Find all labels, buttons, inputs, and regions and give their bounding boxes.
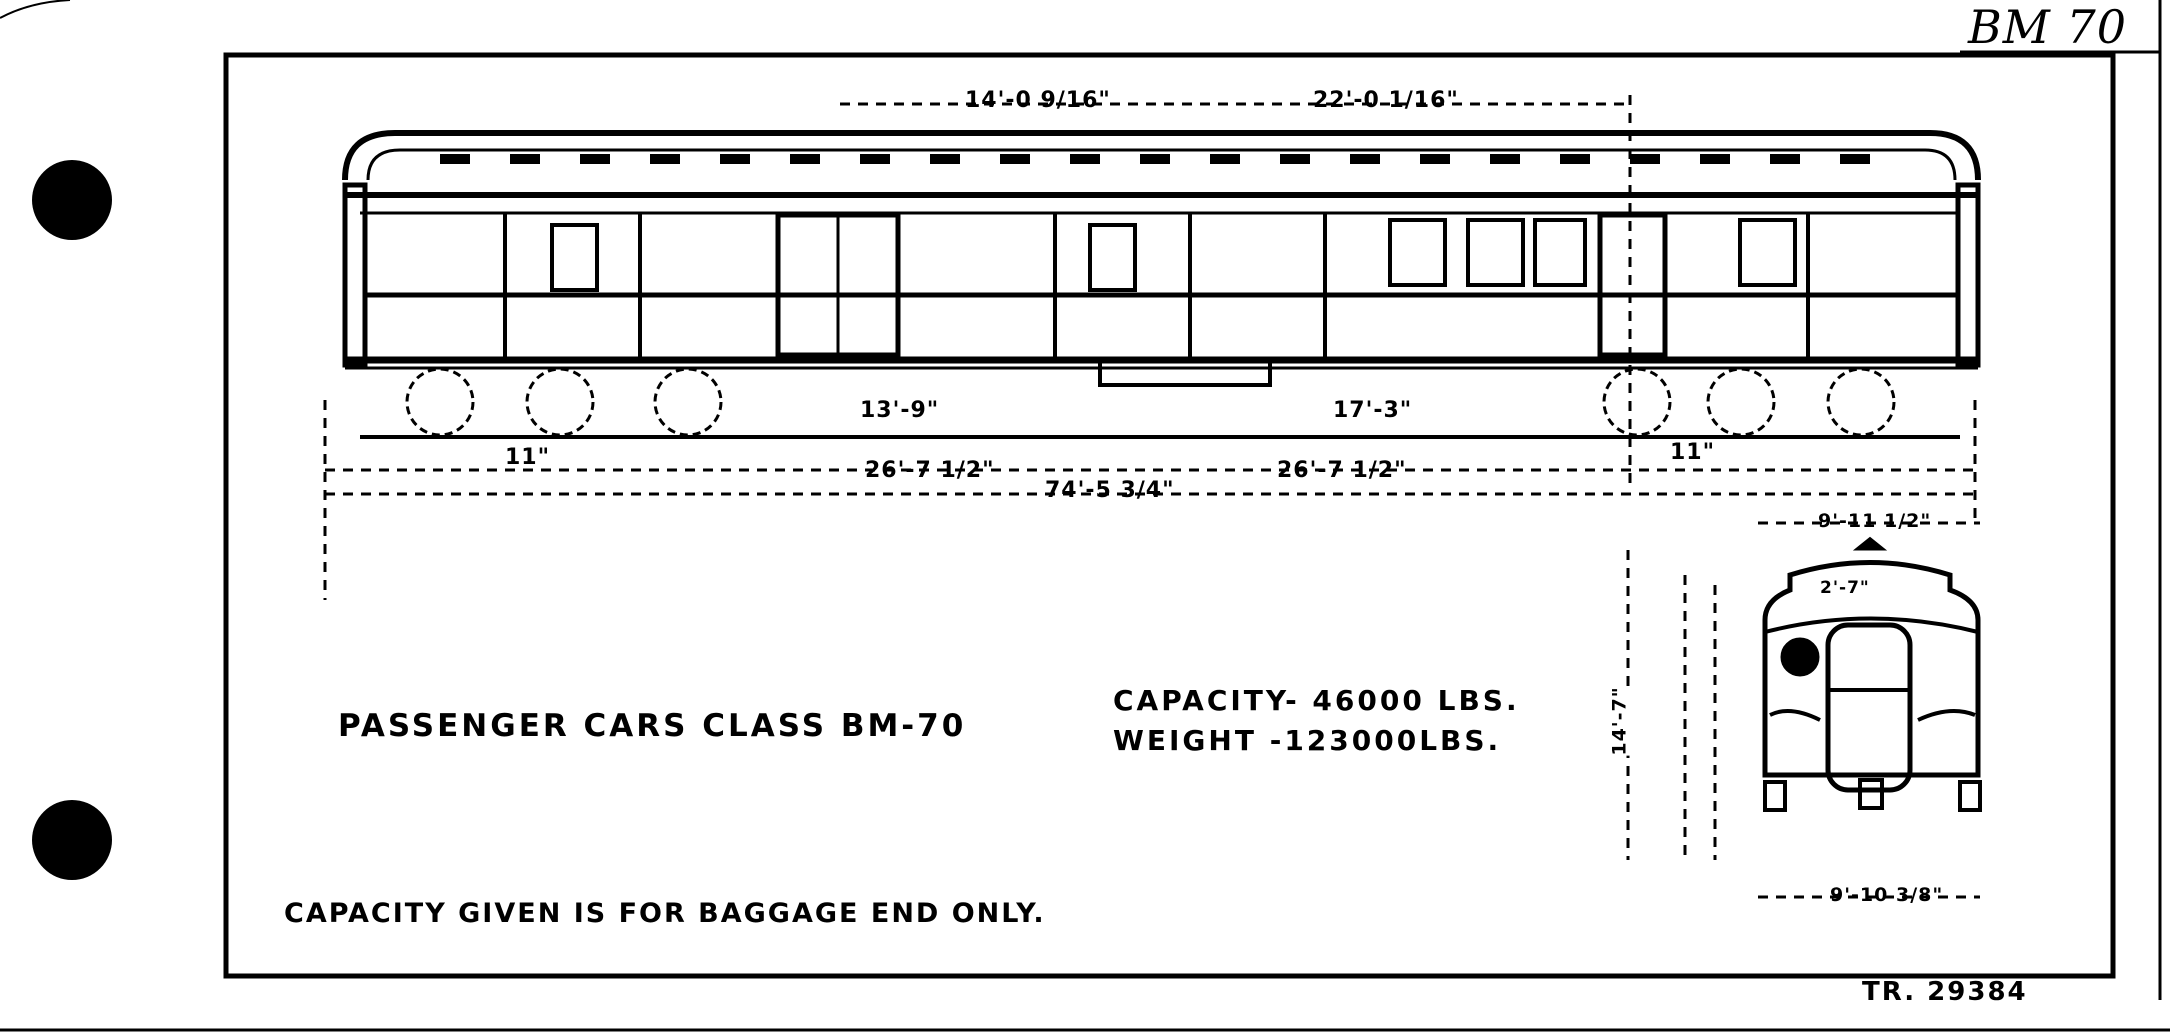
dim-end-width-top: 9'-11 1/2" [1818, 510, 1932, 532]
dim-top-right: 22'-0 1/16" [1313, 88, 1459, 113]
wheel [1826, 367, 1896, 437]
wheel [1706, 367, 1776, 437]
end-view-car [1762, 536, 1982, 812]
capacity-note: CAPACITY GIVEN IS FOR BAGGAGE END ONLY. [284, 898, 1046, 929]
dimension-lines [323, 95, 1980, 899]
sheet-corner [0, 0, 71, 19]
punch-hole-bottom [32, 800, 112, 880]
wheel [1602, 367, 1672, 437]
dim-end-width-bottom: 9'-10 3/8" [1830, 884, 1944, 906]
wheel [405, 367, 475, 437]
dim-end-height: 14'-7" [1608, 686, 1631, 756]
dim-truck-left: 13'-9" [860, 398, 940, 423]
capacity-text: CAPACITY- 46000 LBS. [1113, 684, 1520, 717]
drawing-frame [223, 52, 2116, 979]
punch-hole-top [32, 160, 112, 240]
wheel [525, 367, 595, 437]
wheel [653, 367, 723, 437]
wheels [405, 367, 1896, 437]
drawing-title: PASSENGER CARS CLASS BM-70 [338, 708, 967, 744]
dim-top-left: 14'-0 9/16" [965, 88, 1111, 113]
dim-wheelbase-right: 11" [1670, 440, 1716, 465]
side-view-car [342, 130, 1981, 387]
clerestory-windows [440, 154, 1870, 164]
dim-overall-length: 74'-5 3/4" [1045, 478, 1175, 503]
dim-centers-right: 26'-7 1/2" [1277, 458, 1407, 483]
sheet-mark: BM 70 [1968, 0, 2128, 54]
dim-centers-left: 26'-7 1/2" [865, 458, 995, 483]
weight-text: WEIGHT -123000LBS. [1113, 724, 1502, 757]
dim-truck-right: 17'-3" [1333, 398, 1413, 423]
drawing-number: TR. 29384 [1862, 977, 2028, 1007]
dim-wheelbase-left: 11" [505, 445, 551, 470]
dim-end-roof: 2'-7" [1820, 578, 1870, 598]
